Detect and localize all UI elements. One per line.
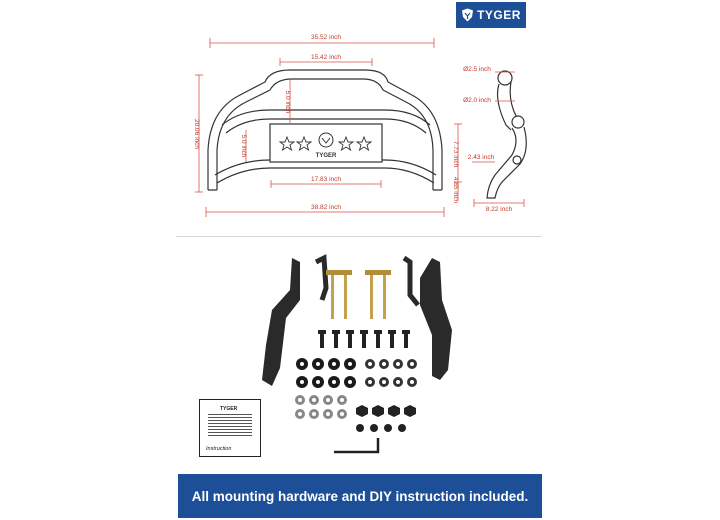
long-bolts (326, 270, 391, 319)
manual-logo: TYGER (220, 406, 238, 412)
lower-height-label: 4.85 inch (452, 177, 459, 204)
banner-text: All mounting hardware and DIY instructio… (191, 488, 529, 504)
logo-text: TYGER (477, 8, 521, 22)
side-height-label: 7.73 inch (452, 141, 459, 168)
bolts (318, 330, 410, 348)
offset-label: 2.43 inch (468, 154, 495, 161)
overall-top-width-label: 35.52 inch (311, 34, 341, 41)
manual-text-lines (208, 414, 252, 438)
nuts (295, 395, 416, 432)
instruction-manual: TYGER Instruction (199, 399, 261, 457)
tyger-logo: TYGER (456, 2, 526, 28)
plate-brand-text: TYGER (316, 153, 337, 159)
depth-label: 8.22 inch (486, 206, 513, 213)
front-dimension-lines (195, 38, 445, 217)
lower-tube-diameter-label: Ø2.0 inch (463, 97, 491, 104)
overall-bottom-width-label: 38.82 inch (311, 204, 341, 211)
top-hoop-width-label: 15.42 inch (311, 54, 341, 61)
left-mounting-bracket (262, 258, 300, 386)
top-tube-diameter-label: Ø2.5 inch (463, 66, 491, 73)
hoop-height-label: 5.0 inch (284, 91, 291, 114)
info-banner: All mounting hardware and DIY instructio… (178, 474, 542, 518)
tyger-shield-icon (462, 8, 474, 22)
plate-width-label: 17.83 inch (311, 176, 341, 183)
section-divider (176, 236, 542, 237)
manual-label: Instruction (206, 446, 232, 452)
hex-key-icon (334, 438, 380, 454)
overall-height-label: 20.06 inch (193, 119, 200, 149)
plate-stars (278, 135, 373, 152)
side-dimension-lines (454, 71, 525, 207)
washers (296, 358, 417, 388)
side-view-profile (486, 70, 527, 199)
dimension-diagram: TYGER 35.52 inch 15.42 inch 20.06 inch 5… (193, 34, 527, 217)
right-mounting-bracket (420, 258, 452, 380)
hardware-photo (262, 254, 452, 454)
tiger-emblem-icon (318, 132, 334, 148)
plate-height-label: 5.0 inch (240, 135, 247, 158)
